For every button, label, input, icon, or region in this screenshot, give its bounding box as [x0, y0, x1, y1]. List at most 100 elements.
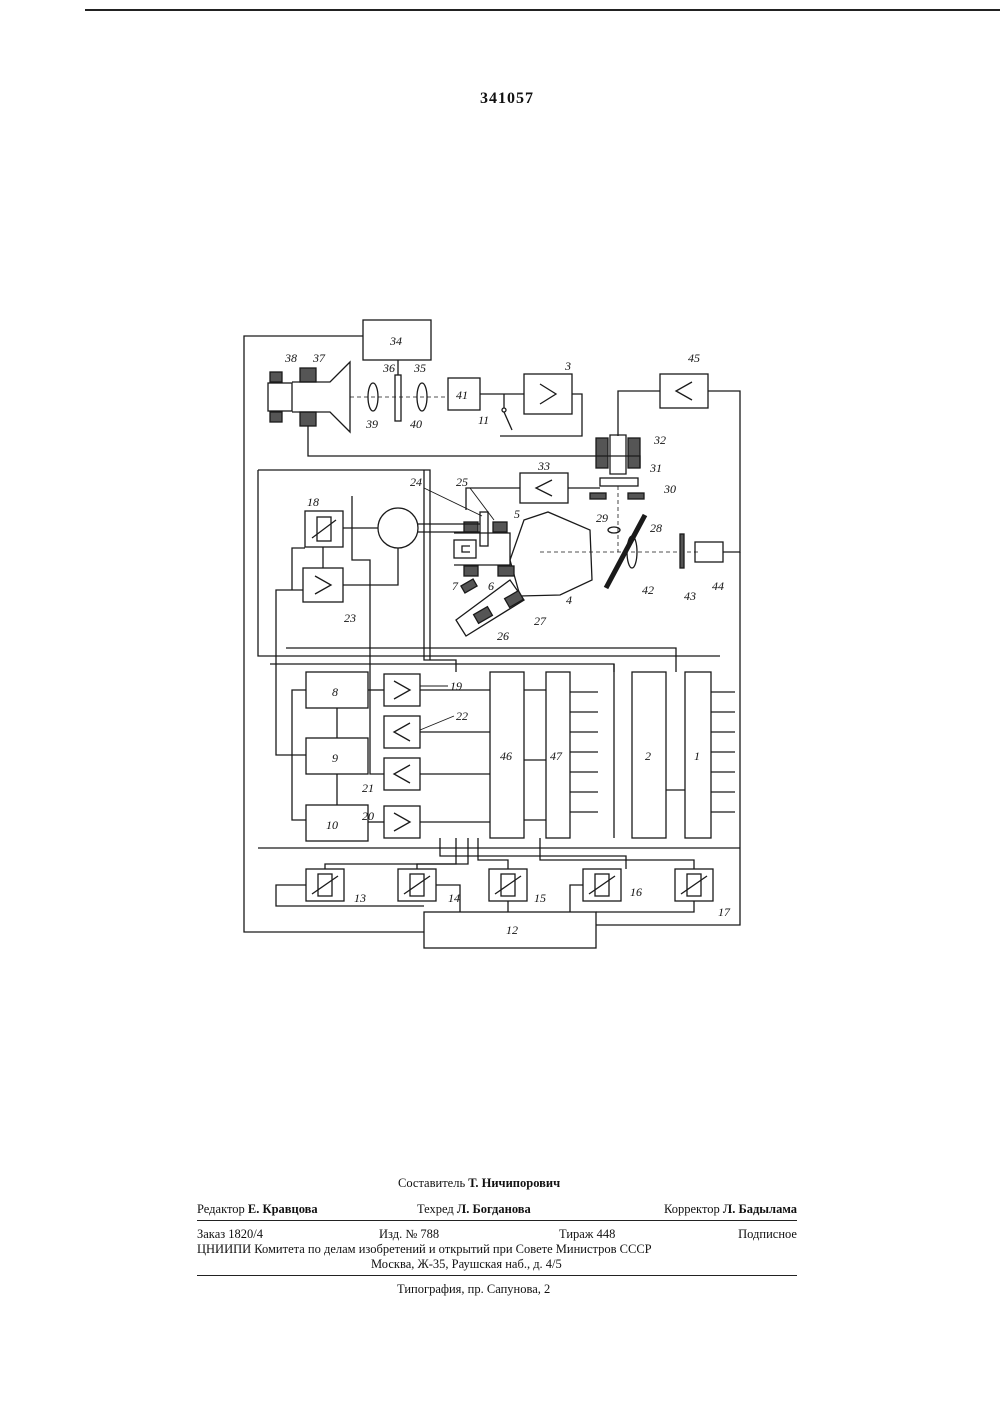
coil-7b [464, 566, 478, 576]
corrector-label: Корректор [664, 1202, 720, 1216]
label-30: 30 [663, 482, 676, 496]
coil-32b [628, 438, 640, 468]
target-31 [600, 478, 638, 486]
tube-38 [268, 383, 292, 411]
editor-label: Редактор [197, 1202, 245, 1216]
label-9: 9 [332, 751, 338, 765]
editor-name: Е. Кравцова [248, 1202, 318, 1216]
schematic-diagram: 34 38 37 36 35 39 40 41 3 11 45 32 31 33… [0, 0, 1000, 1000]
wire-ctrl-mid [258, 470, 430, 660]
leader-25 [470, 488, 494, 520]
coil-27 [505, 591, 524, 608]
order-number: Заказ 1820/4 [197, 1227, 263, 1242]
amp-21-symbol [394, 765, 410, 783]
block-44 [695, 542, 723, 562]
amp-3-symbol [540, 384, 556, 404]
label-35: 35 [413, 361, 426, 375]
wire-45-32 [618, 391, 660, 436]
label-11: 11 [478, 413, 489, 427]
coil-26b [461, 579, 477, 593]
label-17: 17 [718, 905, 731, 919]
label-3: 3 [564, 359, 571, 373]
wire-bus-1 [286, 648, 676, 672]
block-45 [660, 374, 708, 408]
subscription: Подписное [738, 1227, 797, 1242]
mask-30a [590, 493, 606, 499]
coil-37a [300, 368, 316, 382]
pin-24 [480, 512, 488, 546]
gun-4-symbol [462, 546, 470, 552]
wire-ctrl-33 [466, 488, 520, 510]
techred-label: Техред [417, 1202, 454, 1216]
label-36: 36 [382, 361, 395, 375]
mirror-28 [606, 515, 645, 588]
footer-rule-2 [197, 1275, 797, 1276]
coil-32a [596, 438, 608, 468]
editor-block: Редактор Е. Кравцова [197, 1202, 318, 1217]
resistor-15-arrow [495, 876, 521, 894]
block-23 [303, 568, 343, 602]
label-47: 47 [550, 749, 563, 763]
coil-38b [270, 412, 282, 422]
corrector-block: Корректор Л. Бадылама [664, 1202, 797, 1217]
amp-21 [384, 758, 420, 790]
label-10: 10 [326, 818, 338, 832]
wire-44-45 [708, 391, 740, 552]
label-14: 14 [448, 891, 460, 905]
block-33 [520, 473, 568, 503]
gun-4 [454, 540, 476, 558]
label-39: 39 [365, 417, 378, 431]
label-37: 37 [312, 351, 326, 365]
label-22: 22 [456, 709, 468, 723]
footer-institute-row: ЦНИИПИ Комитета по делам изобретений и о… [197, 1242, 797, 1258]
label-41: 41 [456, 388, 468, 402]
label-33: 33 [537, 459, 550, 473]
resistor-14-arrow [404, 876, 430, 894]
label-8: 8 [332, 685, 338, 699]
wire-46-14 [417, 838, 468, 869]
coil-6a [498, 566, 514, 576]
amp-20 [384, 806, 420, 838]
compiler-name: Т. Ничипорович [468, 1176, 560, 1190]
label-20: 20 [362, 809, 374, 823]
amp-19-symbol [394, 681, 410, 699]
amp-22-symbol [394, 723, 410, 741]
label-23: 23 [344, 611, 356, 625]
plate-36 [395, 375, 401, 421]
label-5: 5 [514, 507, 520, 521]
label-38: 38 [284, 351, 297, 365]
amp-22 [384, 716, 420, 748]
label-46: 46 [500, 749, 512, 763]
wire-mid-21 [352, 496, 384, 774]
footer-compiler: Составитель Т. Ничипорович [398, 1176, 560, 1191]
wire-16-12 [570, 885, 583, 912]
label-12: 12 [506, 923, 518, 937]
label-34: 34 [389, 334, 402, 348]
wire-left-outer [244, 336, 424, 932]
mask-30b [628, 493, 644, 499]
resistor-16-arrow [589, 876, 615, 894]
label-45: 45 [688, 351, 700, 365]
wire-top-to-46 [424, 470, 456, 672]
screen-43 [680, 534, 684, 568]
switch-11-b [504, 412, 512, 430]
wire-top-feedback [308, 426, 640, 468]
device-4-body [510, 512, 592, 596]
wire-47-17 [540, 838, 694, 869]
compiler-label: Составитель [398, 1176, 465, 1190]
footer-printing: Типография, пр. Сапунова, 2 [397, 1282, 550, 1297]
coil-38 [270, 372, 282, 382]
motor-circle [378, 508, 418, 548]
label-42: 42 [642, 583, 654, 597]
wire-left-inner [258, 470, 720, 656]
label-19: 19 [450, 679, 462, 693]
footer-rule-1 [197, 1220, 797, 1221]
footer-staff-row: Редактор Е. Кравцова Техред Л. Богданова… [197, 1202, 797, 1218]
wire-bus-2 [270, 664, 614, 672]
label-13: 13 [354, 891, 366, 905]
block-3 [524, 374, 572, 414]
label-1: 1 [694, 749, 700, 763]
label-27: 27 [534, 614, 547, 628]
resistor-18-arrow [312, 520, 336, 538]
resistor-17-arrow [681, 876, 707, 894]
